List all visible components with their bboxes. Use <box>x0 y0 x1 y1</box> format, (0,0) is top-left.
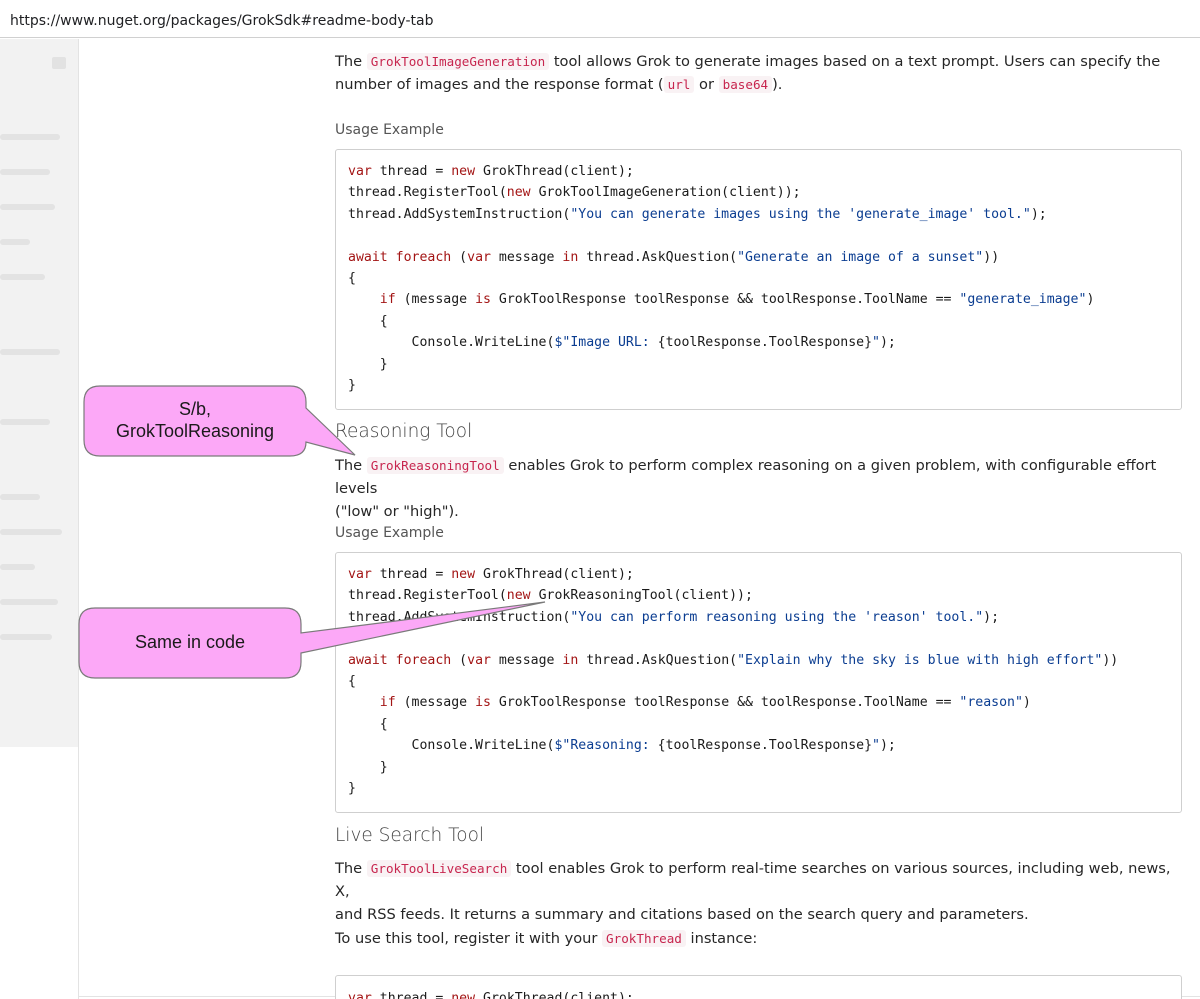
address-bar[interactable]: https://www.nuget.org/packages/GrokSdk#r… <box>0 0 1200 38</box>
code-line: { <box>348 270 356 286</box>
register-instruction: To use this tool, register it with your … <box>335 930 758 947</box>
sidebar-placeholder <box>0 494 40 500</box>
code-line: thread.RegisterTool(new GrokReasoningToo… <box>348 588 753 604</box>
code-line: if (message is GrokToolResponse toolResp… <box>379 292 1095 308</box>
sidebar-placeholder <box>0 529 62 535</box>
usage-example-label: Usage Example <box>335 525 444 541</box>
inline-code-base64: base64 <box>718 76 773 93</box>
code-line: } <box>348 377 356 393</box>
code-line: Console.WriteLine($"Reasoning: {toolResp… <box>348 738 896 754</box>
code-line <box>348 225 1181 246</box>
code-block-image-generation[interactable]: var thread = new GrokThread(client); thr… <box>335 149 1182 410</box>
sidebar-placeholder <box>0 349 60 355</box>
address-bar-url[interactable]: https://www.nuget.org/packages/GrokSdk#r… <box>10 13 434 29</box>
menu-icon <box>52 57 66 69</box>
usage-example-label: Usage Example <box>335 122 444 138</box>
sidebar-placeholder <box>0 274 45 280</box>
inline-code-tool-name: GrokReasoningTool <box>366 457 504 474</box>
code-line: } <box>348 356 388 372</box>
inline-code-tool-name: GrokToolLiveSearch <box>366 860 512 877</box>
code-line: } <box>348 780 356 796</box>
sidebar-placeholder <box>0 239 30 245</box>
code-line: } <box>348 759 388 775</box>
sidebar-placeholder <box>0 169 50 175</box>
sidebar-placeholder <box>0 599 58 605</box>
code-line: { <box>348 673 356 689</box>
code-line: thread.RegisterTool(new GrokToolImageGen… <box>348 185 801 201</box>
sidebar-placeholder <box>0 204 55 210</box>
code-line: var thread = new GrokThread(client); <box>348 164 634 179</box>
content-border <box>78 39 79 999</box>
code-line: Console.WriteLine($"Image URL: {toolResp… <box>348 335 896 351</box>
code-line: await foreach (var message in thread.Ask… <box>348 249 1000 265</box>
left-sidebar <box>0 39 78 747</box>
code-line: thread.AddSystemInstruction("You can gen… <box>348 206 1047 222</box>
code-line: thread.AddSystemInstruction("You can per… <box>348 609 1000 625</box>
code-block-live-search[interactable]: var thread = new GrokThread(client); <box>335 975 1182 999</box>
sidebar-placeholder <box>0 134 60 140</box>
inline-code-class-name: GrokThread <box>602 930 686 947</box>
code-block-reasoning[interactable]: var thread = new GrokThread(client); thr… <box>335 552 1182 813</box>
callout-code-note: Same in code <box>134 632 246 652</box>
code-line <box>348 628 1181 649</box>
code-line: var thread = new GrokThread(client); <box>348 567 634 582</box>
reasoning-description: The GrokReasoningTool enables Grok to pe… <box>335 457 1157 520</box>
section-heading-reasoning: Reasoning Tool <box>335 421 473 442</box>
code-line: await foreach (var message in thread.Ask… <box>348 652 1119 668</box>
code-line: { <box>348 716 388 732</box>
code-line: if (message is GrokToolResponse toolResp… <box>379 695 1031 711</box>
inline-code-url: url <box>663 76 695 93</box>
code-line: var thread = new GrokThread(client); <box>348 991 634 999</box>
callout-reasoning-note: S/b, GrokToolReasoning <box>115 399 275 441</box>
sidebar-placeholder <box>0 634 52 640</box>
inline-code-tool-name: GrokToolImageGeneration <box>366 53 550 70</box>
image-generation-description: The GrokToolImageGeneration tool allows … <box>335 53 1161 93</box>
sidebar-placeholder <box>0 564 35 570</box>
sidebar-placeholder <box>0 419 50 425</box>
live-search-description: The GrokToolLiveSearch tool enables Grok… <box>335 860 1171 923</box>
section-heading-live-search: Live Search Tool <box>335 825 485 846</box>
code-line: { <box>348 313 388 329</box>
